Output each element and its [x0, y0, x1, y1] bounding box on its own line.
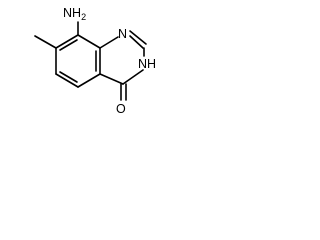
n3-label: NH — [138, 57, 156, 71]
bond-c7-methyl — [34, 35, 57, 49]
bond-c8-c8a — [77, 34, 101, 49]
bond-c7-c8-inner — [59, 39, 78, 51]
bond-n1-c2 — [129, 35, 144, 49]
bond-c7-c8 — [55, 34, 79, 49]
atom-labels: NH2 N NH O — [63, 6, 156, 116]
bond-c4a-c5 — [77, 73, 101, 88]
bond-c8a-n1 — [99, 36, 119, 49]
bonds — [34, 21, 147, 101]
quinazolinone-structure: NH2 N NH O — [34, 6, 156, 116]
n1-label: N — [118, 27, 127, 41]
bond-c5-c6 — [55, 73, 79, 88]
bond-n1-c2-inner — [129, 30, 147, 45]
amino-label: NH2 — [63, 6, 86, 22]
bond-c5-c6-inner — [59, 71, 78, 83]
oxygen-label: O — [116, 102, 126, 116]
bond-n3-c4 — [122, 69, 144, 85]
bond-c4-c4a — [99, 73, 124, 85]
